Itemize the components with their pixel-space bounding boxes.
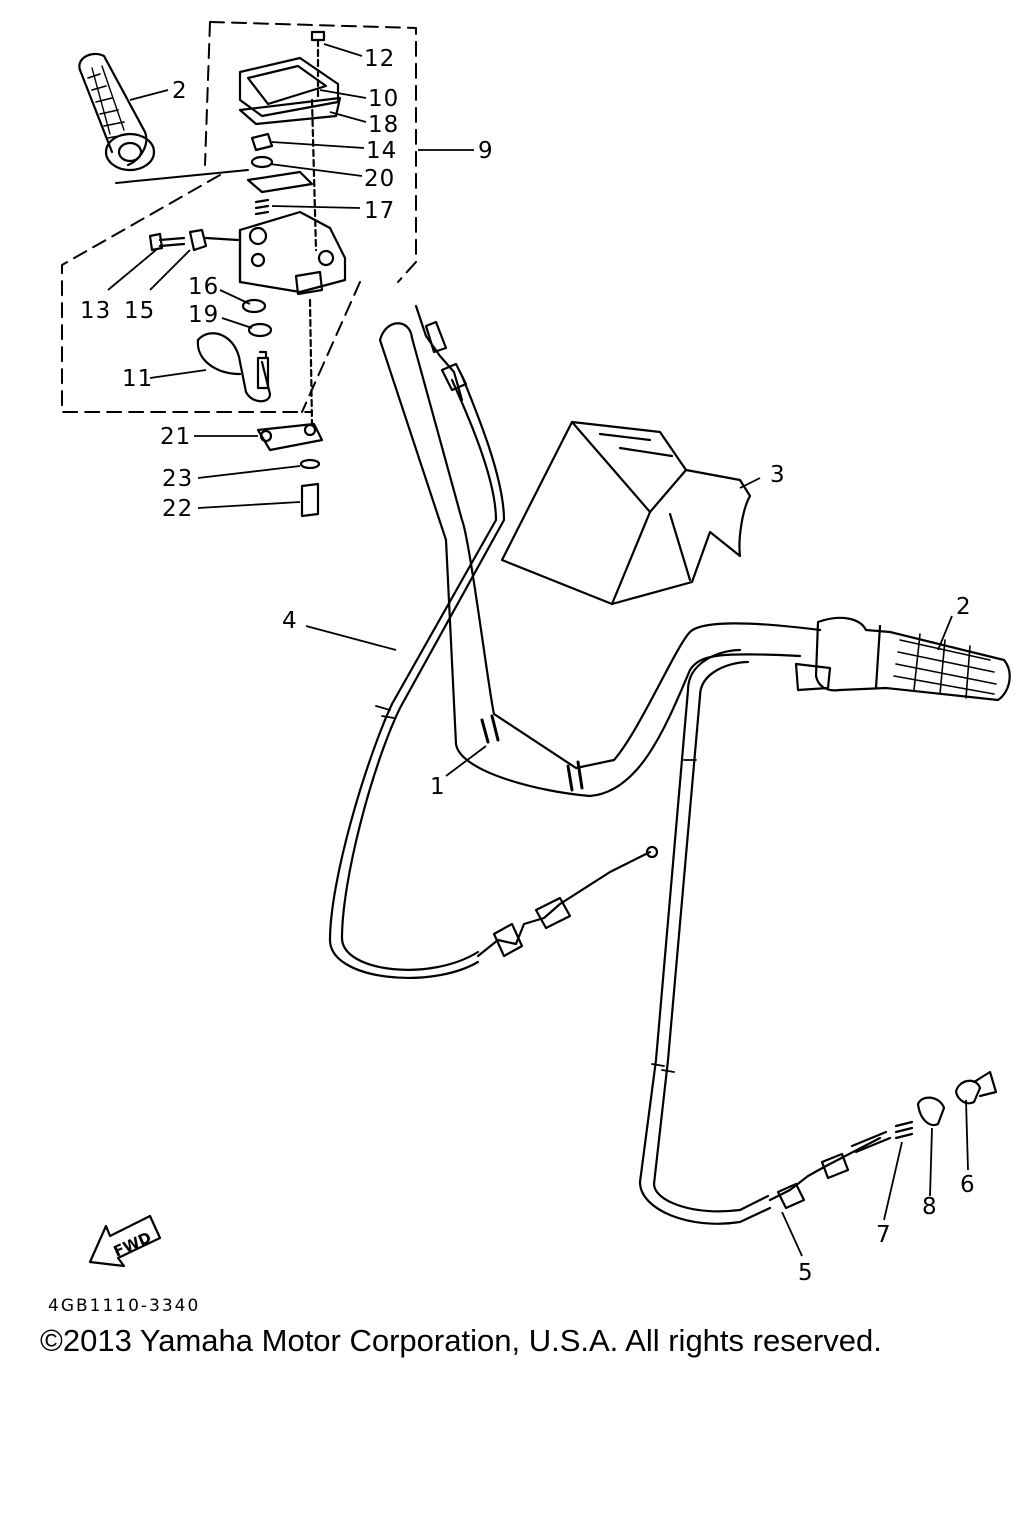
callout-15: 15	[124, 298, 155, 324]
callout-11: 11	[122, 366, 153, 392]
left-grip	[78, 52, 249, 184]
screw-12	[310, 30, 326, 100]
cable-adjuster-parts	[894, 1070, 998, 1140]
callout-3: 3	[770, 462, 786, 488]
callout-20: 20	[364, 166, 395, 192]
screw-13-15	[148, 228, 240, 252]
callout-1: 1	[430, 774, 446, 800]
throttle-housing	[238, 98, 347, 296]
fwd-arrow-icon	[88, 1214, 162, 1268]
callout-19: 19	[188, 302, 219, 328]
throttle-cable	[328, 304, 659, 979]
callout-22: 22	[162, 496, 193, 522]
callout-12: 12	[364, 46, 395, 72]
callout-6: 6	[960, 1172, 976, 1198]
callout-14: 14	[366, 138, 397, 164]
right-grip	[794, 616, 1011, 702]
callout-13: 13	[80, 298, 111, 324]
brake-cable	[638, 648, 892, 1225]
callout-labels: 2 12 10 18 14 20 17 9 13 15 16 19 11 21 …	[80, 46, 976, 1286]
washers-16-19	[241, 298, 273, 338]
callout-17: 17	[364, 198, 395, 224]
callout-4: 4	[282, 608, 298, 634]
copyright-notice: ©2013 Yamaha Motor Corporation, U.S.A. A…	[40, 1323, 882, 1358]
callout-18: 18	[368, 112, 399, 138]
callout-2b: 2	[956, 594, 972, 620]
small-hardware	[246, 132, 314, 216]
callout-23: 23	[162, 466, 193, 492]
throttle-lever	[196, 332, 272, 403]
callout-16: 16	[188, 274, 219, 300]
diagram-code: 4GB1110-3340	[48, 1296, 201, 1316]
handlebar-cover	[500, 420, 752, 606]
callout-21: 21	[160, 424, 191, 450]
callout-5: 5	[798, 1260, 814, 1286]
handlebar	[378, 322, 822, 798]
callout-2a: 2	[172, 78, 188, 104]
callout-9: 9	[478, 138, 494, 164]
callout-7: 7	[876, 1222, 892, 1248]
housing-cover	[238, 56, 342, 126]
leader-lines	[107, 43, 969, 1257]
callout-10: 10	[368, 86, 399, 112]
clamp-hardware	[256, 298, 324, 518]
callout-8: 8	[922, 1194, 938, 1220]
